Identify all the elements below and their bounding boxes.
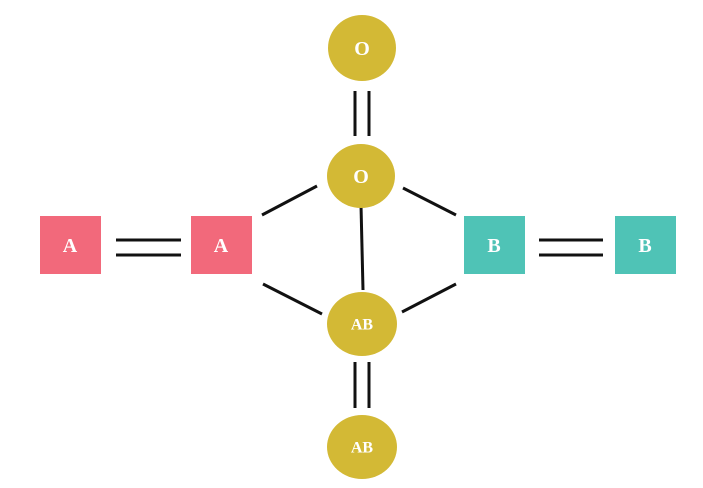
edge-a-outer-a-inner [116, 238, 181, 257]
nodes-layer: O O A A B B AB [40, 15, 676, 479]
node-b-inner: B [464, 216, 525, 274]
edge-ab-inner-b-inner [401, 282, 457, 314]
edge-o-outer-o-inner [353, 91, 371, 136]
node-ab-inner-shape [327, 292, 397, 356]
node-b-inner-shape [464, 216, 525, 274]
edge-a-inner-ab-inner [262, 282, 323, 316]
node-o-inner-shape [327, 144, 395, 208]
node-o-inner: O [327, 144, 395, 208]
node-ab-inner: AB [327, 292, 397, 356]
edge-o-inner-b-inner [402, 186, 457, 217]
node-a-inner-label: A [214, 235, 229, 257]
node-o-outer-shape [328, 15, 396, 81]
node-ab-outer-label: AB [351, 440, 374, 457]
node-b-outer: B [615, 216, 676, 274]
node-o-outer: O [328, 15, 396, 81]
node-a-inner: A [191, 216, 252, 274]
edge-o-inner-ab-inner [359, 204, 365, 291]
edges-layer [116, 91, 603, 408]
node-a-inner-shape [191, 216, 252, 274]
node-ab-inner-label: AB [351, 317, 374, 334]
node-b-outer-label: B [638, 235, 651, 257]
node-a-outer-label: A [63, 235, 78, 257]
node-o-outer-label: O [354, 38, 370, 60]
edge-ab-inner-ab-outer [353, 362, 371, 408]
edge-b-inner-b-outer [539, 238, 603, 257]
node-o-inner-label: O [353, 166, 369, 188]
node-a-outer-shape [40, 216, 101, 274]
node-b-outer-shape [615, 216, 676, 274]
node-b-inner-label: B [487, 235, 500, 257]
node-ab-outer: AB [327, 415, 397, 479]
node-ab-outer-shape [327, 415, 397, 479]
node-a-outer: A [40, 216, 101, 274]
edge-a-inner-o-inner [261, 184, 318, 217]
